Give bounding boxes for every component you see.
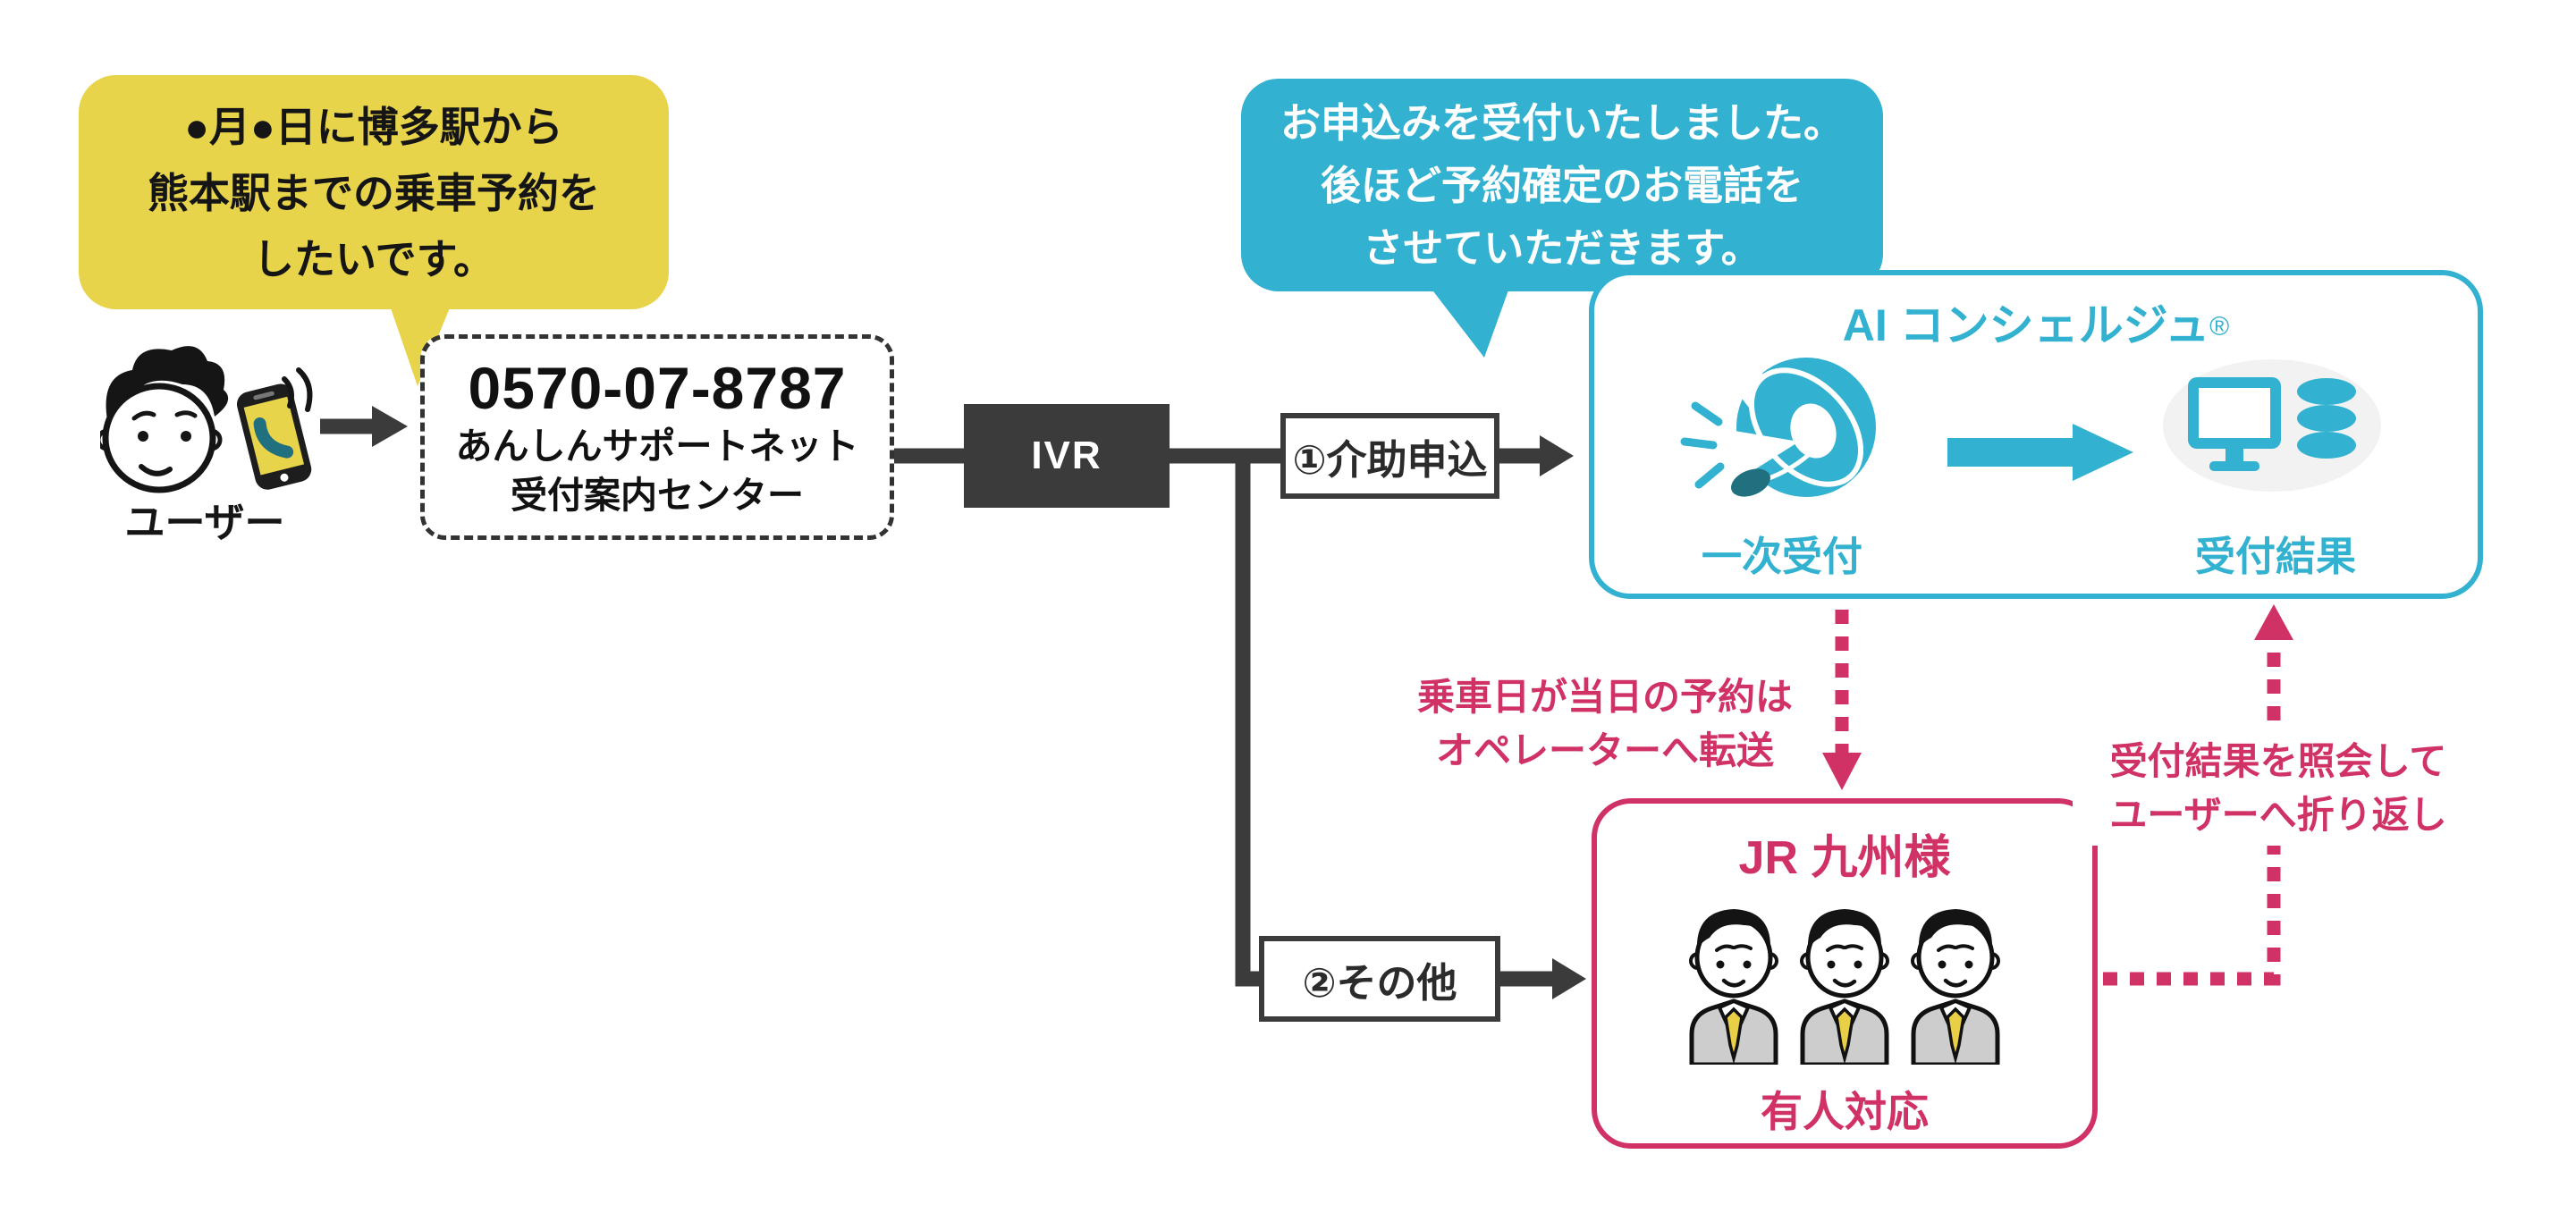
ai-concierge-box: AI コンシェルジュ®	[1589, 270, 2483, 599]
dashed-arrow-callback	[2103, 604, 2293, 986]
ai-result-label: 受付結果	[2194, 534, 2356, 579]
operator-icon	[1800, 909, 1889, 1065]
phone-icon	[236, 383, 312, 490]
transfer-note: 乗車日が当日の予約は オペレーターへ転送	[1416, 676, 1793, 771]
user-bubble-tail	[390, 306, 451, 386]
ai-bubble-line: お申込みを受付いたしました。	[1280, 100, 1844, 146]
branch-other-box: ②その他	[1259, 936, 1500, 1022]
jr-staffed-label: 有人対応	[1761, 1088, 1929, 1135]
callback-note: 受付結果を照会して ユーザーへ折り返し	[2073, 731, 2484, 846]
ai-bubble-line: させていただきます。	[1363, 225, 1761, 271]
operator-icon	[1689, 909, 1778, 1065]
user-label: ユーザー	[124, 500, 285, 545]
jr-staff-row	[1597, 900, 2092, 1065]
user-bubble-line: したいです。	[252, 236, 495, 282]
call-center-name: 受付案内センター	[511, 475, 804, 516]
monitor-database-icon	[2153, 356, 2394, 499]
user-speech-bubble: ●月●日に博多駅から 熊本駅までの乗車予約を したいです。	[79, 75, 669, 309]
branch-other-label: ②その他	[1302, 959, 1457, 1006]
user-bubble-line: 熊本駅までの乗車予約を	[148, 170, 600, 216]
call-center-name: あんしんサポートネット	[455, 425, 859, 467]
headset-icon	[1731, 367, 1864, 497]
dashed-arrow-transfer	[1822, 610, 1862, 790]
signal-waves-icon	[282, 367, 313, 412]
phone-number: 0570-07-8787	[468, 355, 847, 421]
user-icon	[96, 336, 322, 545]
jr-box-title: JR 九州様	[1738, 832, 1951, 884]
user-bubble-line: ●月●日に博多駅から	[184, 104, 563, 150]
ai-bubble-tail	[1431, 288, 1509, 358]
call-center-box: 0570-07-8787 あんしんサポートネット 受付案内センター	[420, 334, 894, 540]
branch-assist-box: ①介助申込	[1280, 413, 1499, 499]
ai-speech-bubble: お申込みを受付いたしました。 後ほど予約確定のお電話を させていただきます。	[1241, 79, 1883, 291]
branch-assist-label: ①介助申込	[1292, 436, 1488, 483]
ai-bubble-line: 後ほど予約確定のお電話を	[1320, 163, 1803, 208]
arrow-assist-to-ai	[1498, 435, 1574, 476]
ai-operator-icon	[1679, 349, 1885, 506]
arrow-other-to-jr	[1499, 958, 1586, 999]
line-branch-to-other	[1235, 456, 1263, 987]
registered-mark: ®	[2209, 312, 2230, 341]
arrow-user-to-center	[320, 406, 408, 447]
ivr-box: IVR	[964, 404, 1170, 508]
ai-box-title: AI コンシェルジュ®	[1842, 300, 2230, 350]
ai-primary-label: 一次受付	[1701, 534, 1862, 579]
database-icon	[2297, 378, 2356, 459]
user-hair	[106, 346, 229, 420]
cyan-arrow-icon	[1938, 420, 2144, 483]
ivr-label: IVR	[1031, 434, 1102, 477]
jr-kyushu-box: JR 九州様	[1592, 798, 2098, 1149]
operator-icon	[1911, 909, 2000, 1065]
monitor-icon	[2188, 377, 2281, 471]
sound-waves-icon	[1680, 401, 1725, 489]
